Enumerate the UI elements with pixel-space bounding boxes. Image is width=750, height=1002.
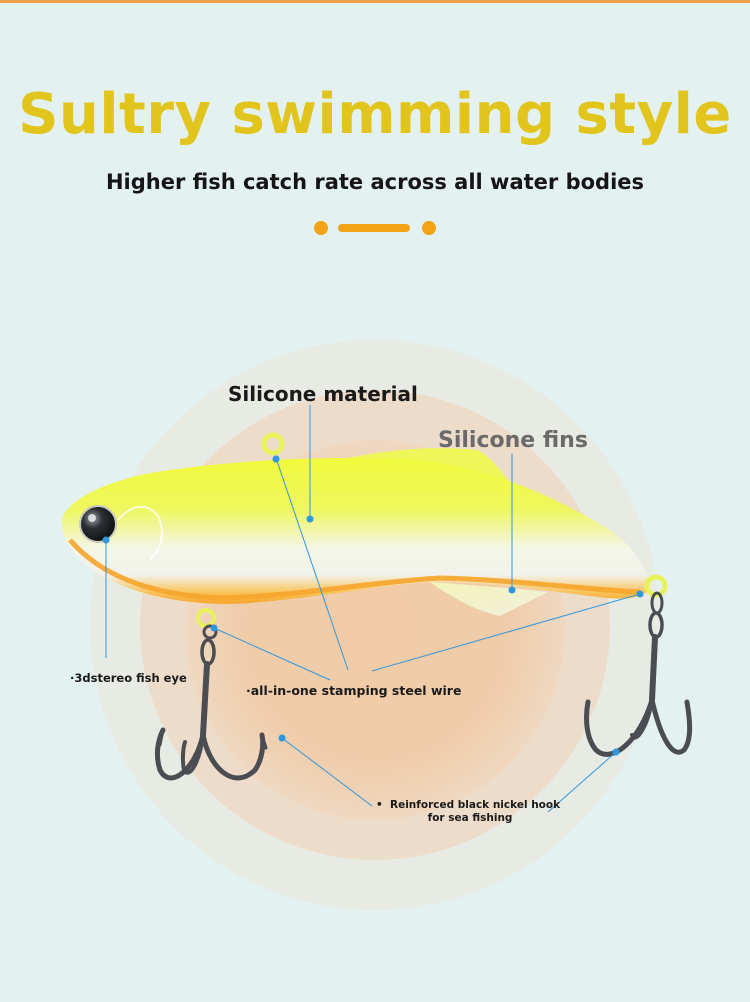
line-eyelet [261,432,285,456]
divider-dash [338,224,410,232]
fish-eye [79,505,117,543]
callout-silicone-material: Silicone material [228,382,418,406]
treble-hook-left [154,624,268,781]
callout-fish-eye: ·3dstereo fish eye [70,671,187,685]
lure-body [61,458,649,604]
callout-hook: • Reinforced black nickel hook for sea f… [376,799,561,825]
ventral-fin [430,582,548,616]
divider-dot-left [314,221,328,235]
gill-plate [117,505,163,561]
hook-bullet: • [376,799,383,811]
callout-dots [102,455,644,756]
hook-label-line2: for sea fishing [427,812,513,824]
callout-pointers [105,405,641,813]
tail-eyelet [644,574,668,598]
top-accent-bar [0,0,750,3]
hook-label-line1: Reinforced black nickel hook [390,799,561,811]
page-subtitle: Higher fish catch rate across all water … [105,170,645,194]
treble-hook-right [584,591,693,757]
page-title: Sultry swimming style [18,82,732,147]
callout-silicone-fins: Silicone fins [438,428,588,453]
callout-steel-wire: ·all-in-one stamping steel wire [246,683,462,698]
divider-dot-right [422,221,436,235]
